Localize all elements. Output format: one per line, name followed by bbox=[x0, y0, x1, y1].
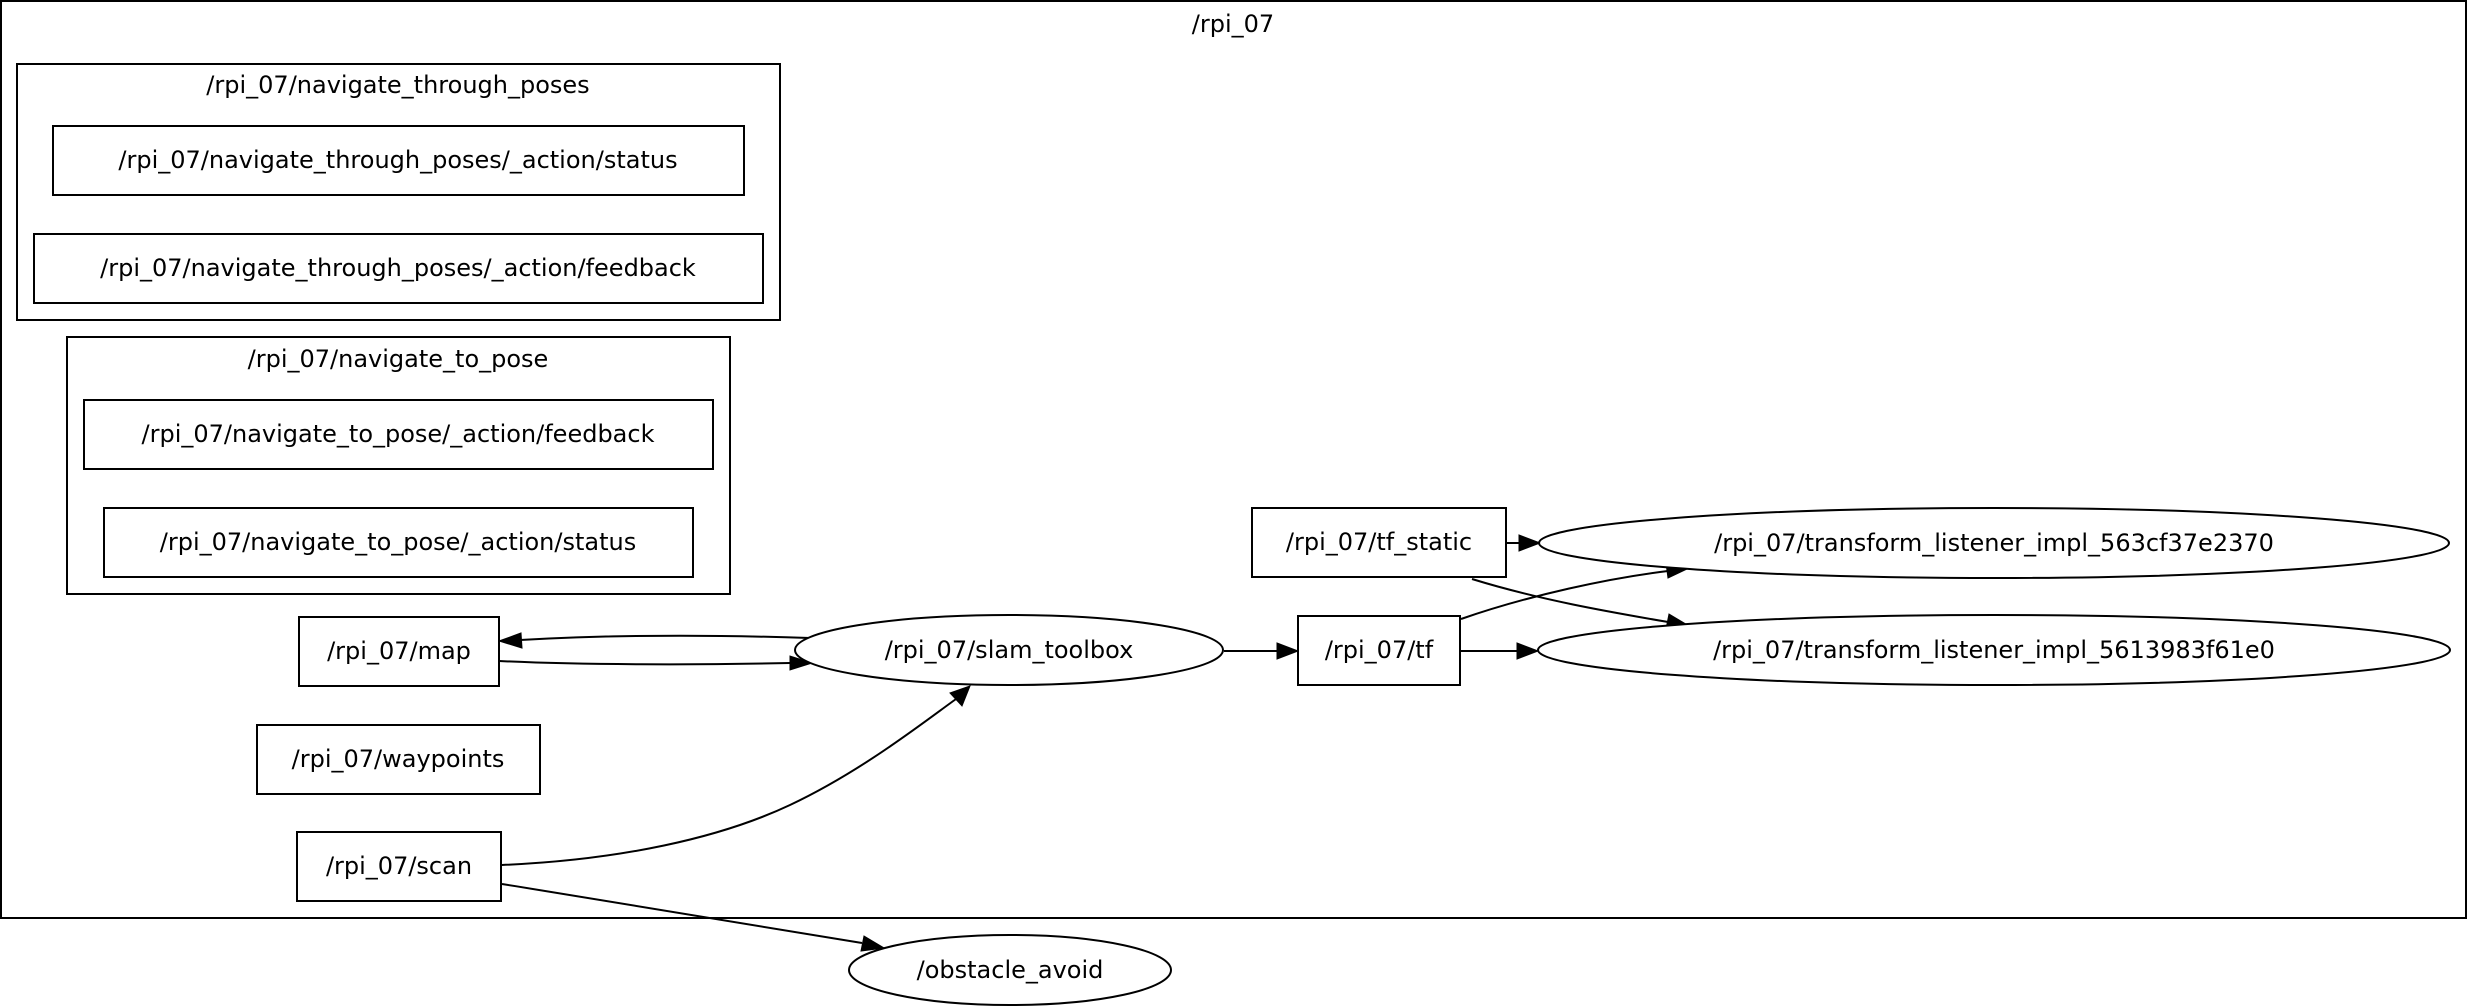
topic-node[interactable]: /rpi_07/navigate_to_pose/_action/status bbox=[103, 507, 694, 578]
cluster-rpi-07: /rpi_07 bbox=[0, 0, 2467, 919]
cluster-title: /rpi_07 bbox=[1192, 10, 1274, 38]
node-slam-toolbox[interactable]: /rpi_07/slam_toolbox bbox=[794, 614, 1224, 686]
node-label: /rpi_07/transform_listener_impl_563cf37e… bbox=[1714, 529, 2274, 557]
node-label: /obstacle_avoid bbox=[917, 956, 1104, 984]
topic-node[interactable]: /rpi_07/navigate_through_poses/_action/f… bbox=[33, 233, 764, 304]
node-label: /rpi_07/map bbox=[327, 637, 471, 665]
edge-tfstatic-to-tl5613 bbox=[1471, 578, 1669, 623]
node-label: /rpi_07/tf bbox=[1325, 636, 1434, 664]
edge-arrowhead bbox=[1518, 534, 1542, 552]
node-label: /rpi_07/scan bbox=[326, 852, 472, 880]
edge-arrowhead bbox=[949, 685, 971, 707]
topic-tf-static[interactable]: /rpi_07/tf_static bbox=[1251, 507, 1507, 578]
edge-arrowhead bbox=[1276, 642, 1300, 660]
edge-arrowhead bbox=[497, 632, 523, 649]
node-transform-listener-5613[interactable]: /rpi_07/transform_listener_impl_5613983f… bbox=[1537, 614, 2451, 686]
topic-node[interactable]: /rpi_07/navigate_through_poses/_action/s… bbox=[52, 125, 745, 196]
subcluster-navigate-to-pose: /rpi_07/navigate_to_pose /rpi_07/navigat… bbox=[66, 336, 731, 595]
edge-scan-to-obstacle bbox=[501, 883, 863, 944]
node-label: /rpi_07/navigate_to_pose/_action/status bbox=[160, 528, 636, 556]
node-label: /rpi_07/navigate_through_poses/_action/f… bbox=[100, 254, 696, 282]
topic-scan[interactable]: /rpi_07/scan bbox=[296, 831, 502, 902]
node-label: /rpi_07/slam_toolbox bbox=[885, 636, 1134, 664]
edge-scan-to-slam bbox=[501, 698, 957, 866]
topic-tf[interactable]: /rpi_07/tf bbox=[1297, 615, 1461, 686]
edge-tf-to-tl563 bbox=[1460, 570, 1669, 620]
edge-arrowhead bbox=[860, 935, 886, 952]
edge-slam-to-map bbox=[519, 634, 811, 641]
node-obstacle-avoid[interactable]: /obstacle_avoid bbox=[848, 934, 1172, 1006]
node-transform-listener-563[interactable]: /rpi_07/transform_listener_impl_563cf37e… bbox=[1538, 507, 2450, 579]
subcluster-navigate-through-poses: /rpi_07/navigate_through_poses /rpi_07/n… bbox=[16, 63, 781, 321]
node-label: /rpi_07/tf_static bbox=[1286, 528, 1472, 556]
node-label: /rpi_07/transform_listener_impl_5613983f… bbox=[1713, 636, 2275, 664]
subcluster-title: /rpi_07/navigate_to_pose bbox=[248, 345, 549, 373]
node-label: /rpi_07/waypoints bbox=[292, 745, 505, 773]
topic-map[interactable]: /rpi_07/map bbox=[298, 616, 500, 687]
topic-node[interactable]: /rpi_07/navigate_to_pose/_action/feedbac… bbox=[83, 399, 714, 470]
node-label: /rpi_07/navigate_to_pose/_action/feedbac… bbox=[142, 420, 655, 448]
subcluster-title: /rpi_07/navigate_through_poses bbox=[206, 71, 589, 99]
topic-waypoints[interactable]: /rpi_07/waypoints bbox=[256, 724, 541, 795]
edges bbox=[497, 534, 1691, 952]
edge-map-to-slam bbox=[498, 660, 791, 666]
node-label: /rpi_07/navigate_through_poses/_action/s… bbox=[118, 146, 677, 174]
edge-arrowhead bbox=[1516, 642, 1540, 660]
